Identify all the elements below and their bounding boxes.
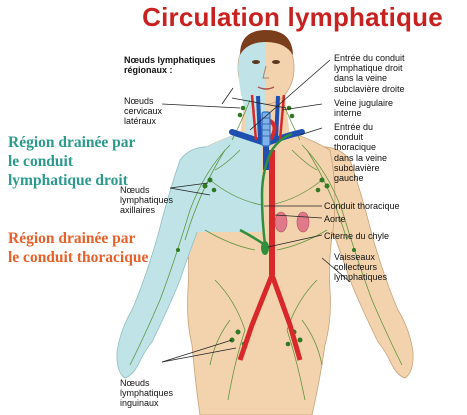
label-jugular-vein: Veine jugulaire interne [334, 98, 393, 118]
label-collecting-vessels: Vaisseaux collecteurs lymphatiques [334, 252, 387, 283]
label-aorta: Aorte [324, 214, 346, 224]
label-inguinal-nodes: Nœuds lymphatiques inguinaux [120, 378, 173, 409]
label-regional-nodes: Nœuds lymphatiques régionaux : [124, 55, 216, 75]
label-cisterna-chyli: Citerne du chyle [324, 231, 389, 241]
label-axillary-nodes: Nœuds lymphatiques axillaires [120, 185, 173, 216]
label-thoracic-duct: Conduit thoracique [324, 201, 400, 211]
label-right-duct-entry: Entrée du conduit lymphatique droit dans… [334, 53, 405, 94]
trachea [262, 112, 270, 146]
label-thoracic-entry: Entrée du conduit thoracique dans la vei… [334, 122, 387, 183]
region-thoracic-label: Région drainée par le conduit thoracique [8, 229, 148, 267]
label-cervical-nodes: Nœuds cervicaux latéraux [124, 96, 162, 127]
region-right-duct-label: Région drainée par le conduit lymphatiqu… [8, 133, 135, 190]
